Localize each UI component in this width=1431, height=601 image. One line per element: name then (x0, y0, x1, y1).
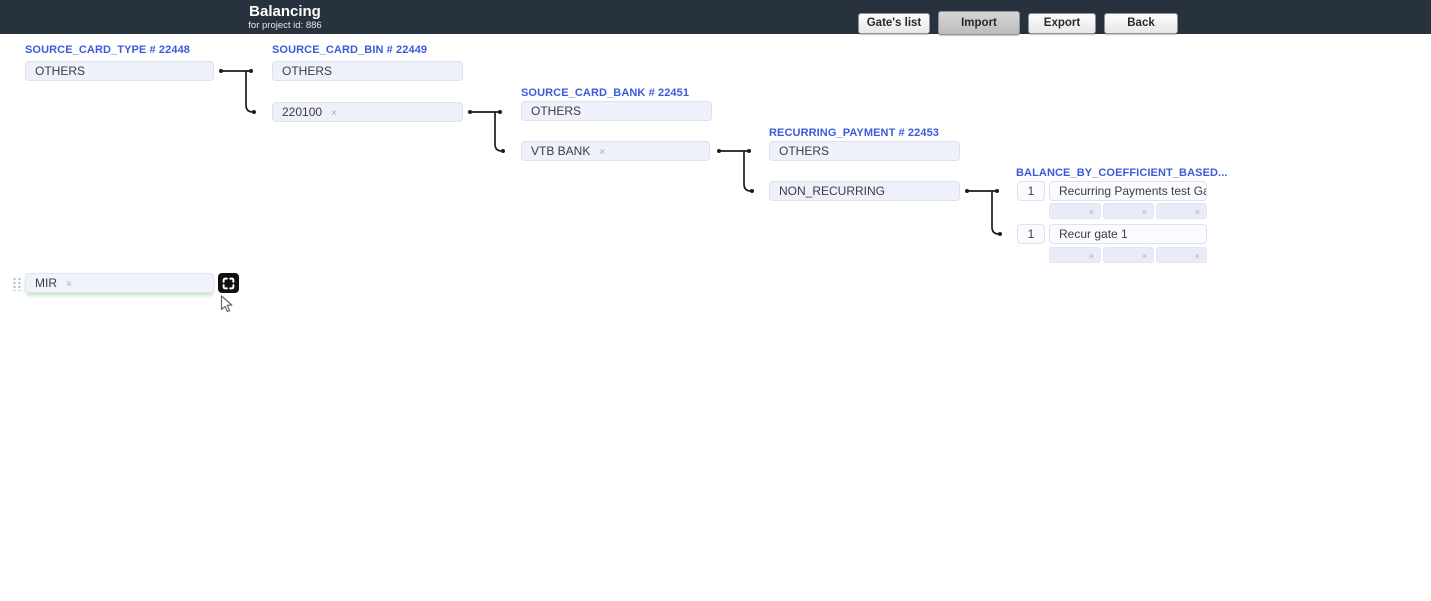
page-title-block: Balancing for project id: 886 (245, 3, 325, 31)
value-box-vtb-bank[interactable]: VTB BANK × (521, 141, 710, 161)
value-box-label: OTHERS (35, 64, 86, 78)
expand-button[interactable] (218, 273, 239, 293)
column-label-source-card-bin: SOURCE_CARD_BIN # 22449 (272, 44, 428, 56)
value-box-label: OTHERS (531, 104, 582, 118)
gate-coefficient-input[interactable]: 1 (1017, 181, 1045, 201)
remove-icon[interactable]: × (599, 147, 606, 158)
remove-icon[interactable]: × (1088, 207, 1094, 217)
empty-slot-chip[interactable]: × (1156, 203, 1207, 219)
value-box-others[interactable]: OTHERS (769, 141, 960, 161)
empty-slot-chip[interactable]: × (1049, 203, 1101, 219)
remove-icon[interactable]: × (1194, 251, 1200, 261)
palette-chip-label: MIR (35, 276, 57, 290)
remove-icon[interactable]: × (66, 279, 72, 290)
value-box-label: OTHERS (282, 64, 333, 78)
value-box-label: 220100 (282, 105, 323, 119)
gate-name-box[interactable]: Recur gate 1 (1049, 224, 1207, 244)
gate-name-label: Recur gate 1 (1059, 227, 1128, 241)
back-button[interactable]: Back (1104, 12, 1178, 34)
value-box-others[interactable]: OTHERS (272, 61, 463, 81)
gate-name-label: Recurring Payments test Gate (1059, 184, 1207, 198)
column-label-source-card-bank: SOURCE_CARD_BANK # 22451 (521, 87, 690, 99)
gate-coefficient-input[interactable]: 1 (1017, 224, 1045, 244)
export-button[interactable]: Export (1028, 12, 1096, 34)
mouse-cursor-icon (220, 295, 233, 313)
empty-slot-chip[interactable]: × (1049, 247, 1101, 263)
empty-slot-chip[interactable]: × (1103, 247, 1154, 263)
gates-list-button[interactable]: Gate's list (858, 12, 930, 34)
remove-icon[interactable]: × (1088, 251, 1094, 261)
empty-slot-chip[interactable]: × (1103, 203, 1154, 219)
value-box-label: OTHERS (779, 144, 830, 158)
page-title: Balancing (249, 3, 321, 20)
header-bar: Balancing for project id: 886 Gate's lis… (0, 0, 1431, 35)
value-box-others[interactable]: OTHERS (25, 61, 214, 81)
remove-icon[interactable]: × (1141, 207, 1147, 217)
connector-wires (219, 69, 1002, 236)
import-button[interactable]: Import (938, 11, 1020, 35)
column-label-balance-by-coefficient: BALANCE_BY_COEFFICIENT_BASED... (1016, 167, 1228, 179)
value-box-others[interactable]: OTHERS (521, 101, 712, 121)
column-label-recurring-payment: RECURRING_PAYMENT # 22453 (769, 127, 940, 139)
header-button-group: Gate's list Import Export Back (858, 11, 1178, 35)
gate-name-box[interactable]: Recurring Payments test Gate (1049, 181, 1207, 201)
expand-corners-icon (222, 277, 235, 289)
column-label-source-card-type: SOURCE_CARD_TYPE # 22448 (25, 44, 191, 56)
value-box-220100[interactable]: 220100 × (272, 102, 463, 122)
drag-handle-icon[interactable] (11, 276, 21, 291)
balancing-board: SOURCE_CARD_TYPE # 22448 OTHERS SOURCE_C… (0, 34, 1431, 601)
page-subtitle: for project id: 886 (248, 20, 322, 31)
empty-slot-chip[interactable]: × (1156, 247, 1207, 263)
value-box-label: NON_RECURRING (779, 184, 886, 198)
palette-chip-mir[interactable]: MIR × (25, 273, 214, 293)
remove-icon[interactable]: × (1194, 207, 1200, 217)
remove-icon[interactable]: × (331, 108, 337, 119)
value-box-non-recurring[interactable]: NON_RECURRING (769, 181, 960, 201)
remove-icon[interactable]: × (1141, 251, 1147, 261)
value-box-label: VTB BANK (531, 144, 591, 158)
